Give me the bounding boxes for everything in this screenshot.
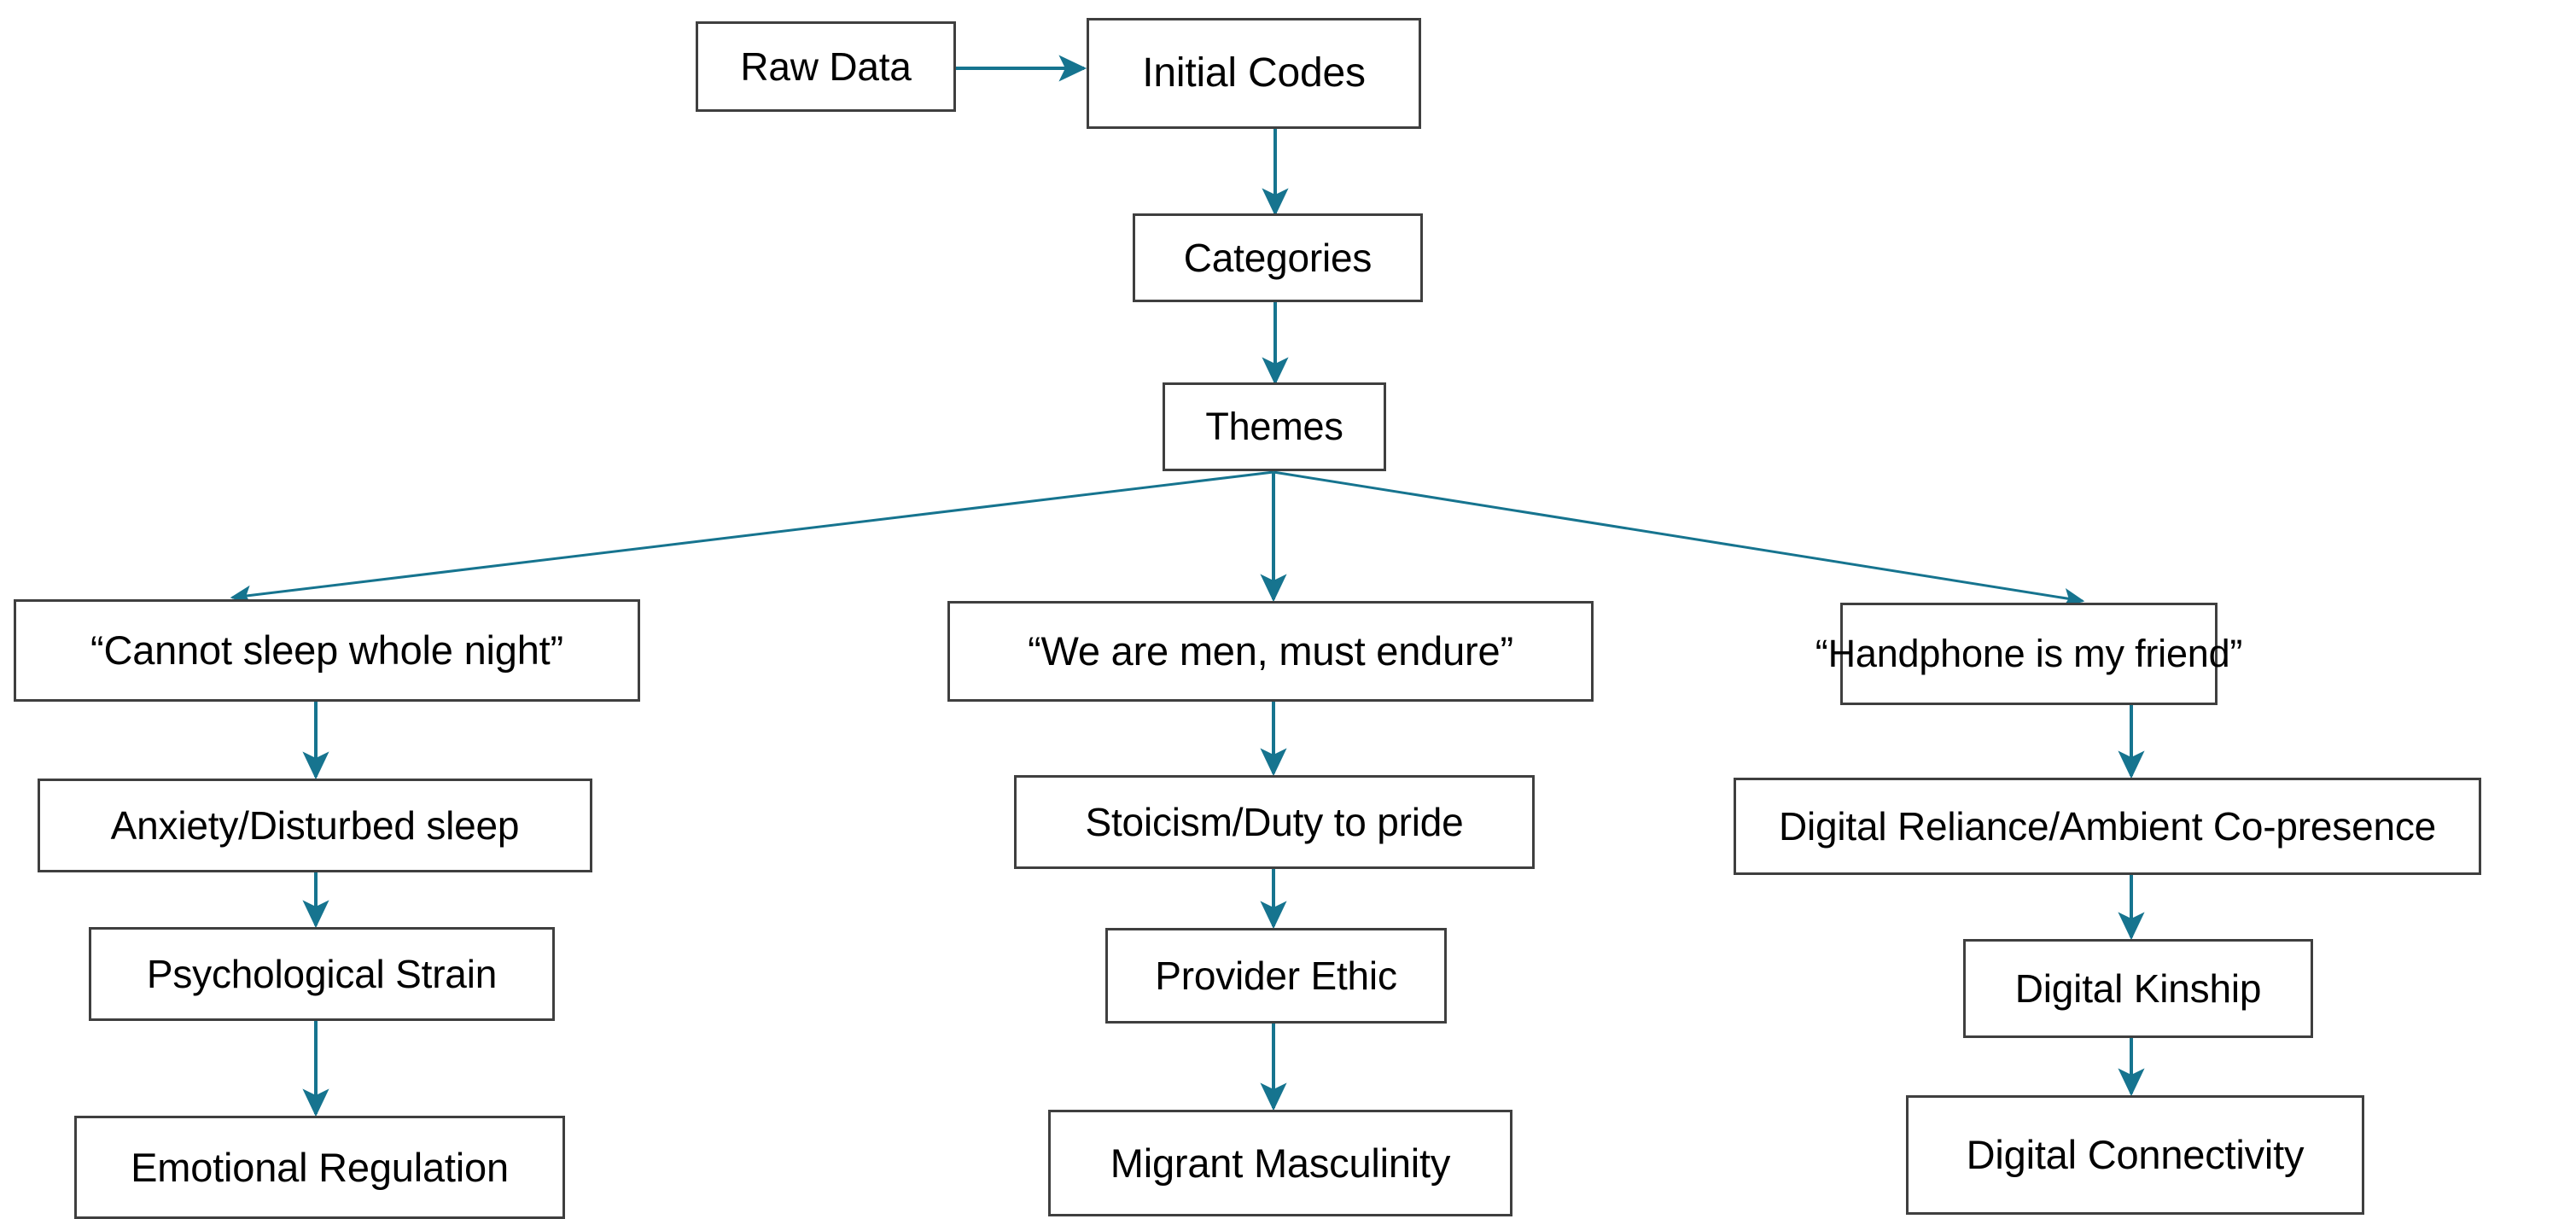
node-label-psychological-strain: Psychological Strain (146, 951, 498, 996)
node-digital-connectivity[interactable]: Digital Connectivity (1906, 1095, 2364, 1215)
node-quote-endure[interactable]: “We are men, must endure” (947, 601, 1594, 702)
node-label-migrant-masculinity: Migrant Masculinity (1110, 1140, 1451, 1186)
node-quote-sleep[interactable]: “Cannot sleep whole night” (14, 599, 640, 702)
node-label-digital-kinship: Digital Kinship (2014, 965, 2262, 1011)
node-anxiety-sleep[interactable]: Anxiety/Disturbed sleep (38, 779, 592, 872)
node-raw-data[interactable]: Raw Data (696, 21, 956, 112)
node-label-provider-ethic: Provider Ethic (1155, 953, 1397, 998)
node-stoicism-duty[interactable]: Stoicism/Duty to pride (1014, 775, 1535, 869)
node-label-emotional-regulation: Emotional Regulation (131, 1144, 509, 1190)
node-label-categories: Categories (1183, 235, 1373, 280)
node-label-initial-codes: Initial Codes (1142, 50, 1366, 96)
node-label-quote-endure: “We are men, must endure” (1028, 628, 1513, 674)
node-digital-kinship[interactable]: Digital Kinship (1963, 939, 2313, 1038)
edge-themes-to-quote-phone (1273, 470, 2085, 609)
node-emotional-regulation[interactable]: Emotional Regulation (74, 1116, 565, 1219)
node-label-digital-reliance: Digital Reliance/Ambient Co-presence (1778, 803, 2437, 849)
node-digital-reliance[interactable]: Digital Reliance/Ambient Co-presence (1734, 778, 2481, 875)
node-label-quote-sleep: “Cannot sleep whole night” (90, 627, 563, 674)
node-label-stoicism-duty: Stoicism/Duty to pride (1085, 799, 1464, 844)
node-themes[interactable]: Themes (1163, 382, 1386, 471)
node-label-anxiety-sleep: Anxiety/Disturbed sleep (110, 802, 520, 848)
node-label-digital-connectivity: Digital Connectivity (1966, 1132, 2305, 1178)
edge-themes-to-quote-sleep (230, 470, 1274, 605)
node-label-themes: Themes (1205, 405, 1343, 449)
node-psychological-strain[interactable]: Psychological Strain (89, 927, 555, 1021)
node-initial-codes[interactable]: Initial Codes (1087, 18, 1421, 129)
node-quote-handphone[interactable]: “Handphone is my friend” (1815, 603, 2242, 705)
node-label-raw-data: Raw Data (740, 44, 912, 89)
node-migrant-masculinity[interactable]: Migrant Masculinity (1048, 1110, 1512, 1216)
node-label-quote-handphone: “Handphone is my friend” (1815, 632, 2243, 676)
node-provider-ethic[interactable]: Provider Ethic (1105, 928, 1447, 1024)
node-categories[interactable]: Categories (1133, 213, 1423, 302)
